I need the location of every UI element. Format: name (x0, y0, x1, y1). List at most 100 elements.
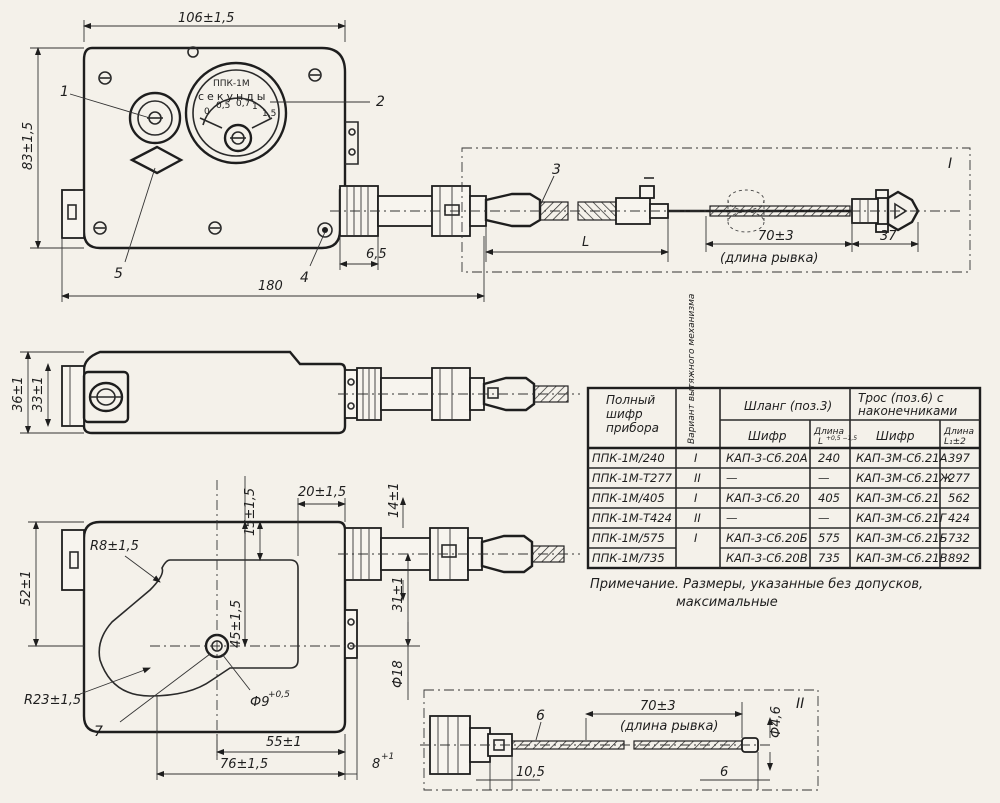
screw-icon (208, 221, 222, 235)
callout-1: 1 (60, 84, 69, 100)
dim-plan-45: 45±1,5 (229, 600, 244, 648)
table-header-variant: Вариант вытяжного механизма (687, 294, 697, 444)
dim-side-outer: 36±1 (11, 376, 26, 412)
table-header-hose-length-tol: +0,5 −1,5 (826, 435, 857, 442)
table-cell-variant: II (694, 511, 701, 525)
side-window-icon (82, 370, 130, 424)
dim-plan-55: 55±1 (266, 735, 302, 750)
table-cell-cable-code: КАП-3М-Сб.21 (856, 491, 940, 505)
table-cell-device: ППК-1М/240 (592, 451, 665, 465)
table-note: Примечание. Размеры, указанные без допус… (590, 577, 923, 592)
dim-plan-14: 14±1 (387, 482, 402, 518)
view-frame-I (461, 147, 971, 273)
dim-plan-20: 20±1,5 (298, 485, 346, 500)
table-cell-cable-length: 892 (948, 551, 970, 565)
dim-plan-8: 8 (372, 757, 380, 772)
plan-view: 15±1,5 20±1,5 14±1 R8±1,5 52±1 45±1,5 31… (19, 476, 580, 780)
callout-6: 6 (536, 708, 545, 724)
plan-connector (61, 529, 85, 591)
table-header-hose: Шланг (поз.3) (744, 399, 832, 413)
table-cell-variant: II (694, 471, 701, 485)
dim-plan-8-tol: +1 (381, 752, 394, 762)
table-cell-hose-length: 575 (818, 531, 840, 545)
view-mark-II: II (796, 696, 804, 712)
dim-length-l: L (582, 235, 589, 250)
table-cell-cable-length: 397 (948, 451, 971, 465)
detail-d10: 10,5 (516, 765, 545, 780)
table-cell-cable-length: 732 (948, 531, 970, 545)
table-cell-hose-length: — (818, 511, 830, 525)
diamond-indicator-icon (129, 145, 184, 175)
mount-bracket (345, 121, 359, 165)
table-header-cable-length: Длина (943, 427, 974, 437)
table-cell-variant: I (694, 451, 698, 465)
table-cell-device: ППК-1М-Т424 (592, 511, 672, 525)
table-cell-cable-code: КАП-3М-Сб.21А (856, 451, 948, 465)
dim-height-left: 83±1,5 (21, 122, 36, 170)
gauge-unit-label: секунды (198, 90, 268, 103)
cable-clamp (615, 177, 669, 225)
table-cell-device: ППК-1М/735 (592, 551, 665, 565)
table-header-cable-length-sym: L₁±2 (944, 437, 966, 447)
table-cell-cable-code: КАП-3М-Сб.21Ж (856, 471, 953, 485)
dim-pull-length: 70±3 (758, 229, 794, 244)
screw-icon (187, 46, 199, 58)
threaded-coupling (339, 185, 542, 237)
dim-plan-r23: R23±1,5 (24, 693, 81, 708)
device-body (82, 46, 347, 250)
gauge-model-label: ППК-1М (213, 79, 250, 89)
dim-tip-length: 37 (880, 229, 897, 244)
callout-3: 3 (552, 162, 561, 178)
table-cell-hose-code: КАП-3-Сб.20Б (726, 531, 808, 545)
table-cell-cable-code: КАП-3М-Сб.21Б (856, 531, 948, 545)
table-cell-hose-length: 240 (818, 451, 840, 465)
left-connector (61, 189, 85, 239)
table-cell-cable-length: 424 (948, 511, 970, 525)
gauge-dial-icon (184, 61, 288, 165)
dim-pull-caption: (длина рывка) (720, 251, 818, 266)
table-cell-hose-code: КАП-3-Сб.20В (726, 551, 808, 565)
table-cell-hose-code: КАП-3-Сб.20 (726, 491, 800, 505)
table-header-hose-length-sym: L (818, 437, 823, 447)
dim-plan-76: 76±1,5 (220, 757, 268, 772)
dim-plan-hole-tol: +0,5 (268, 690, 290, 700)
phantom-ring (727, 189, 765, 233)
table-cell-variant: I (694, 491, 698, 505)
detail-pull-length: 70±3 (640, 699, 676, 714)
dim-side-inner: 33±1 (31, 376, 46, 412)
table-header-cable-code: Шифр (876, 429, 915, 443)
view-frame-II (423, 689, 819, 791)
table-cell-hose-length: 735 (818, 551, 840, 565)
table-cell-hose-length: 405 (818, 491, 840, 505)
table-cell-device: ППК-1М/405 (592, 491, 665, 505)
dim-plan-hole: Ф9 (250, 695, 269, 710)
side-view: 36±1 33±1 (11, 350, 580, 435)
table-cell-cable-length: 562 (948, 491, 970, 505)
table-cell-hose-code: КАП-3-Сб.20А (726, 451, 808, 465)
plan-cutout (98, 559, 299, 697)
knob-icon (128, 91, 182, 145)
callout-2: 2 (376, 94, 385, 110)
table-cell-cable-code: КАП-3М-Сб.21В (856, 551, 948, 565)
screw-icon (308, 68, 322, 82)
left-connector-tab (67, 204, 77, 220)
top-view: ППК-1М секунды 0 0,5 0,7 1 1,5 (21, 11, 971, 302)
dim-plan-52: 52±1 (19, 570, 34, 606)
detail-d6: 6 (720, 765, 728, 780)
table-header-hose-code: Шифр (748, 429, 787, 443)
gauge-scale-15: 1,5 (262, 109, 276, 119)
screw-icon (93, 221, 107, 235)
dim-plan-31: 31±1 (391, 576, 406, 612)
table-cell-hose-code: — (726, 511, 738, 525)
table-cell-device: ППК-1М-Т277 (592, 471, 673, 485)
table-cell-cable-length: 277 (948, 471, 971, 485)
dim-total-length: 180 (258, 279, 283, 294)
screw-icon (98, 71, 112, 85)
dim-plan-18: Ф18 (391, 660, 406, 688)
dim-width-top: 106±1,5 (178, 11, 234, 26)
gauge-scale-07: 0,7 (236, 99, 250, 109)
table-cell-device: ППК-1М/575 (592, 531, 665, 545)
